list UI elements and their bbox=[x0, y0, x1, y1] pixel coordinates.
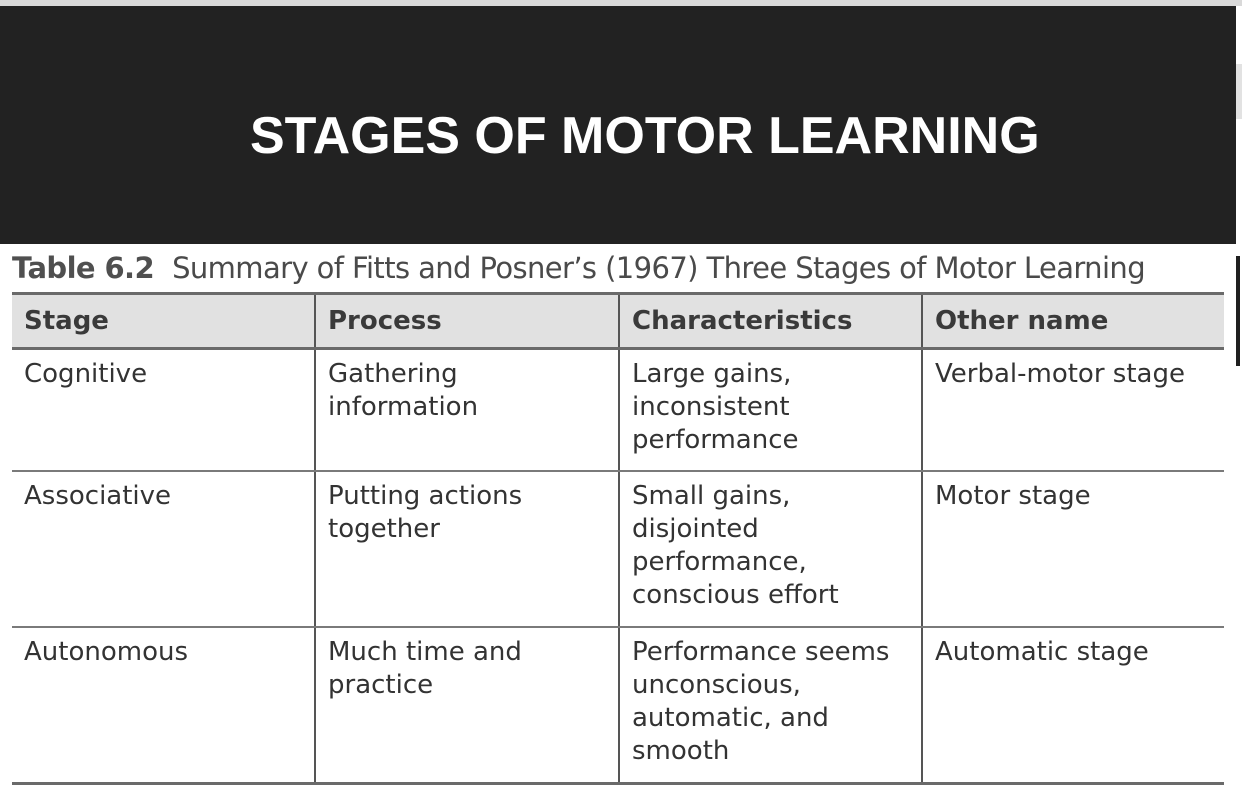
table-caption-text: Summary of Fitts and Posner’s (1967) Thr… bbox=[172, 251, 1146, 285]
edge-mark bbox=[1236, 64, 1242, 119]
table-row: Cognitive Gathering information Large ga… bbox=[12, 348, 1224, 472]
top-strip bbox=[0, 0, 1242, 6]
cell-other-name: Automatic stage bbox=[921, 627, 1224, 784]
column-header-stage: Stage bbox=[12, 293, 315, 350]
table-caption: Table 6.2 Summary of Fitts and Posner’s (… bbox=[12, 248, 1146, 288]
right-edge-strip bbox=[1236, 6, 1242, 786]
cell-characteristics: Performance seems unconscious, automatic… bbox=[618, 627, 922, 784]
column-header-process: Process bbox=[314, 293, 619, 350]
cell-other-name: Motor stage bbox=[921, 471, 1224, 628]
cell-stage: Cognitive bbox=[12, 348, 315, 472]
table-row: Autonomous Much time and practice Perfor… bbox=[12, 627, 1224, 784]
cell-process: Putting actions together bbox=[314, 471, 619, 628]
table-row: Associative Putting actions together Sma… bbox=[12, 471, 1224, 628]
cell-characteristics: Large gains, inconsistent performance bbox=[618, 348, 922, 472]
table-number: Table 6.2 bbox=[12, 251, 155, 285]
cell-stage: Associative bbox=[12, 471, 315, 628]
column-header-other-name: Other name bbox=[921, 293, 1224, 350]
cell-stage: Autonomous bbox=[24, 637, 189, 667]
cell-characteristics: Small gains, disjointed performance, con… bbox=[618, 471, 922, 628]
cell-process: Gathering information bbox=[314, 348, 619, 472]
table-header-row: Stage Process Characteristics Other name bbox=[12, 293, 1224, 350]
column-header-characteristics: Characteristics bbox=[618, 293, 922, 350]
cell-other-name: Verbal-motor stage bbox=[921, 348, 1224, 472]
stages-table: Stage Process Characteristics Other name… bbox=[12, 292, 1224, 785]
slide-title: STAGES OF MOTOR LEARNING bbox=[250, 107, 1040, 165]
edge-mark bbox=[1236, 256, 1240, 366]
title-banner: STAGES OF MOTOR LEARNING bbox=[0, 6, 1236, 244]
cell-process: Much time and practice bbox=[314, 627, 619, 784]
